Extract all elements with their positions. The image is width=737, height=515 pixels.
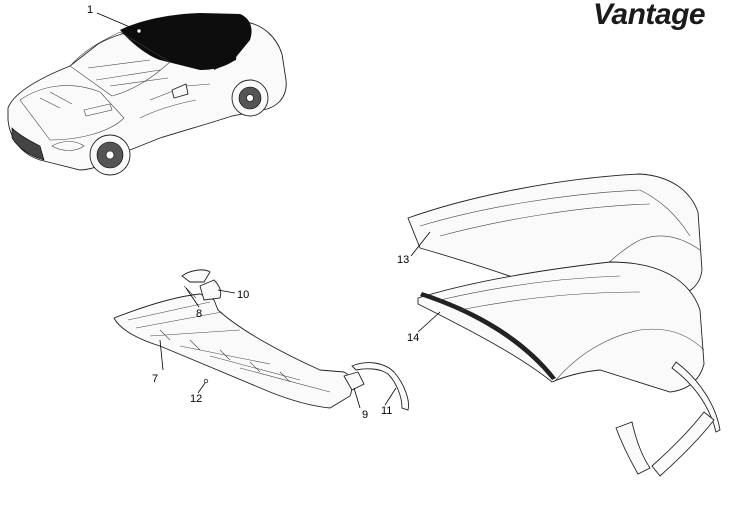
car-illustration xyxy=(7,13,287,176)
part-10-bracket xyxy=(199,279,222,301)
callout-14: 14 xyxy=(407,332,419,344)
callout-11: 11 xyxy=(381,405,392,417)
brand-logo: Vantage xyxy=(593,0,705,31)
callout-13: 13 xyxy=(397,254,409,266)
part-12-fastener xyxy=(203,378,209,384)
part-14-hood-frame xyxy=(417,261,721,477)
callout-8: 8 xyxy=(196,308,202,320)
part-11-trim xyxy=(351,362,409,411)
callout-9: 9 xyxy=(362,409,368,421)
leader-lines xyxy=(96,12,441,409)
part-7-rail-assembly xyxy=(113,293,353,409)
callout-10: 10 xyxy=(237,289,249,301)
callout-12: 12 xyxy=(190,393,202,405)
part-9-bracket xyxy=(343,371,365,391)
callout-1: 1 xyxy=(87,4,93,16)
callout-7: 7 xyxy=(152,373,158,385)
